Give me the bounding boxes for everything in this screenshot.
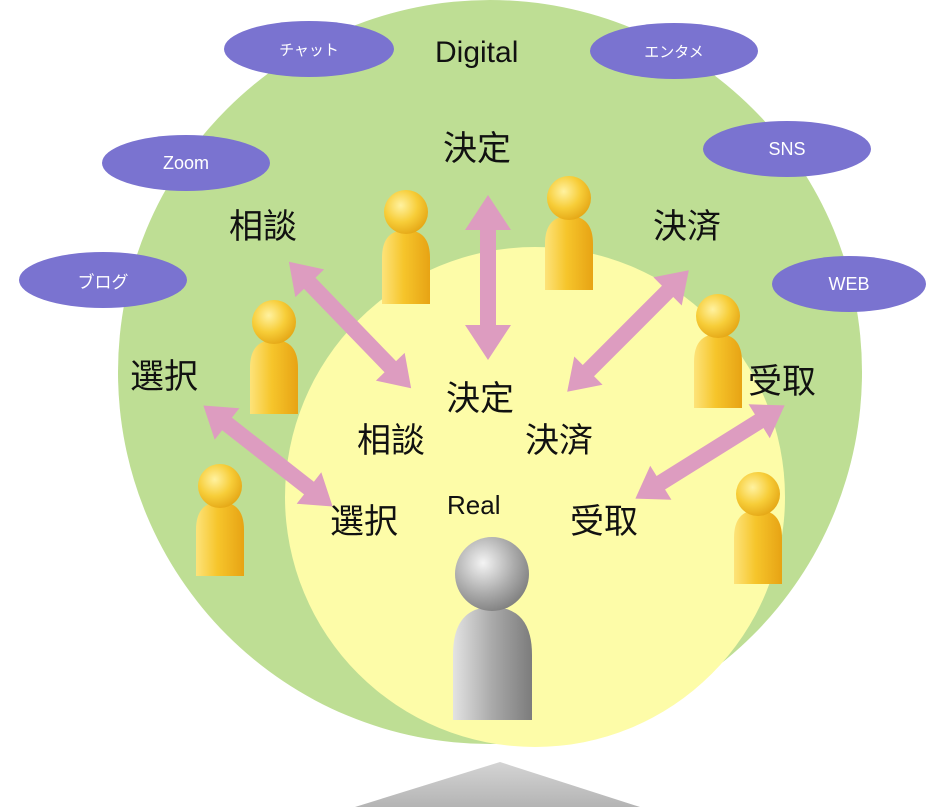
channel-pill-sns: SNS: [703, 121, 871, 177]
arrow-receive: [635, 404, 785, 500]
channel-pill-blog: ブログ: [19, 252, 187, 308]
customer-figure: [694, 294, 742, 408]
channel-label-blog: ブログ: [77, 272, 129, 292]
channel-label-sns: SNS: [768, 138, 806, 159]
digital-stage-decide: 決定: [443, 129, 511, 169]
customer-figure: [196, 464, 244, 576]
digital-stage-consult: 相談: [229, 207, 297, 247]
real-label: Real: [447, 490, 501, 520]
channel-pill-web: WEB: [772, 256, 926, 312]
digital-stage-settle: 決済: [653, 207, 721, 247]
real-stage-settle: 決済: [525, 421, 593, 461]
real-stage-consult: 相談: [357, 421, 425, 461]
channel-pill-zoom: Zoom: [102, 135, 270, 191]
channel-label-zoom: Zoom: [162, 152, 209, 173]
customer-figure: [734, 472, 782, 584]
arrow-settle: [567, 270, 689, 392]
digital-stage-select: 選択: [130, 357, 198, 397]
arrow-consult: [288, 261, 412, 389]
real-circle: [285, 247, 785, 747]
channel-pill-entame: エンタメ: [590, 23, 758, 79]
customer-figure: [250, 300, 298, 414]
arrow-select: [203, 405, 333, 507]
customer-figure: [545, 176, 593, 290]
person-figure: [453, 537, 532, 720]
customer-figure: [382, 190, 430, 304]
real-stage-select: 選択: [330, 502, 398, 542]
channel-label-web: WEB: [828, 273, 870, 294]
channel-label-chat: チャット: [279, 41, 339, 59]
channel-pill-chat: チャット: [224, 21, 394, 77]
digital-label: Digital: [435, 36, 519, 69]
real-stage-receive: 受取: [570, 502, 638, 542]
digital-stage-receive: 受取: [748, 362, 816, 402]
real-stage-decide: 決定: [446, 379, 514, 419]
arrow-decide: [465, 195, 511, 360]
channel-label-entame: エンタメ: [644, 43, 704, 61]
bottom-wedge-shape: [355, 762, 640, 807]
